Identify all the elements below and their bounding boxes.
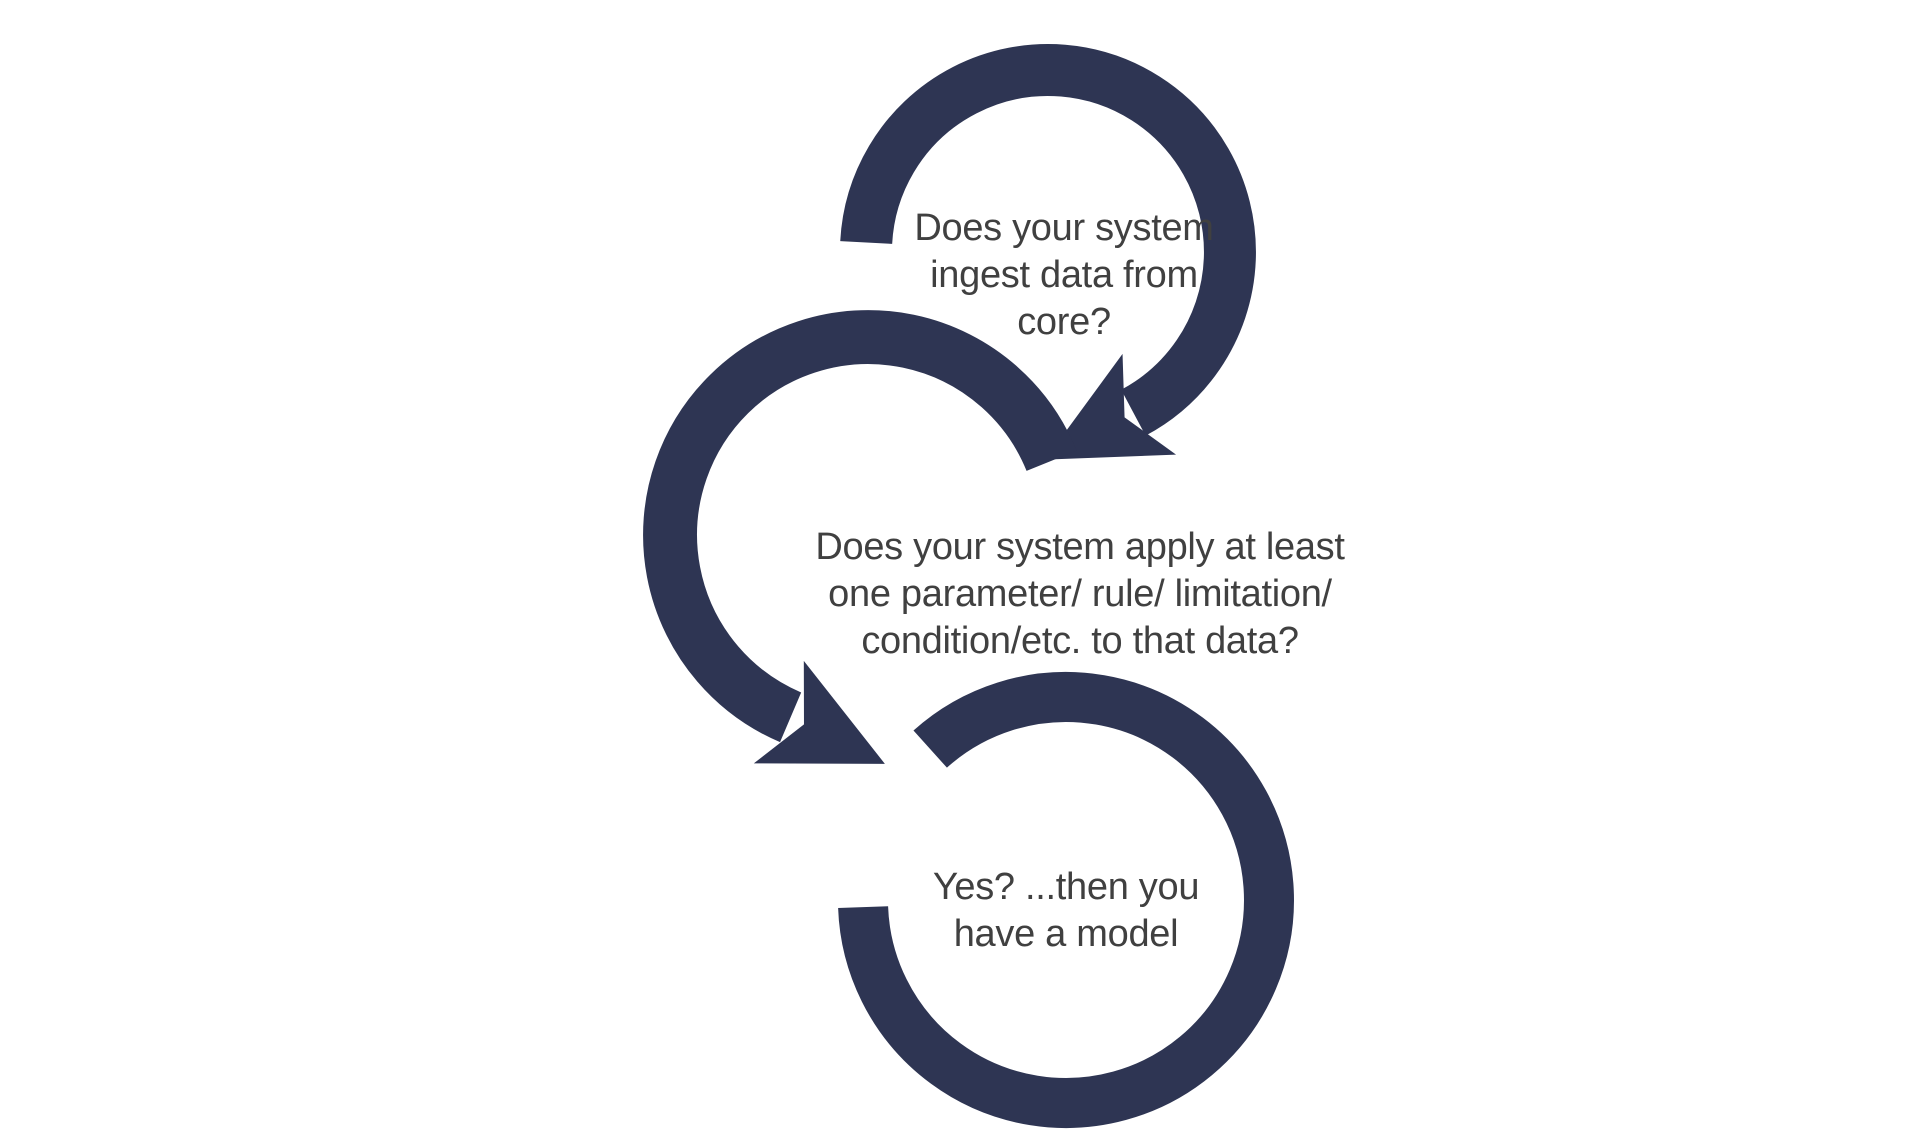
step-2-line-3: condition/etc. to that data? xyxy=(861,620,1299,662)
step-2-text: Does your system apply at least one para… xyxy=(760,524,1400,665)
step-3-line-2: have a model xyxy=(953,913,1179,955)
cycle-arrow-step-1 xyxy=(840,44,1256,460)
step-3-text: Yes? ...then you have a model xyxy=(816,864,1316,958)
arrowhead-1-icon xyxy=(1045,353,1177,460)
step-3-line-1: Yes? ...then you xyxy=(932,866,1200,908)
step-1-line-1: Does your system xyxy=(914,207,1214,249)
step-2-line-1: Does your system apply at least xyxy=(815,526,1345,568)
cycle-arc-3-icon xyxy=(838,672,1294,1128)
arrowhead-2-icon xyxy=(753,660,885,764)
cycle-arrow-step-3 xyxy=(838,672,1294,1128)
cycle-arc-2-icon xyxy=(643,310,1077,743)
step-1-line-2: ingest data from xyxy=(930,254,1198,296)
cycle-arrow-step-2 xyxy=(643,310,1077,764)
step-1-line-3: core? xyxy=(1017,301,1111,343)
step-1-text: Does your system ingest data from core? xyxy=(814,205,1314,346)
step-2-line-2: one parameter/ rule/ limitation/ xyxy=(828,573,1332,615)
cycle-arc-1-icon xyxy=(840,44,1256,436)
